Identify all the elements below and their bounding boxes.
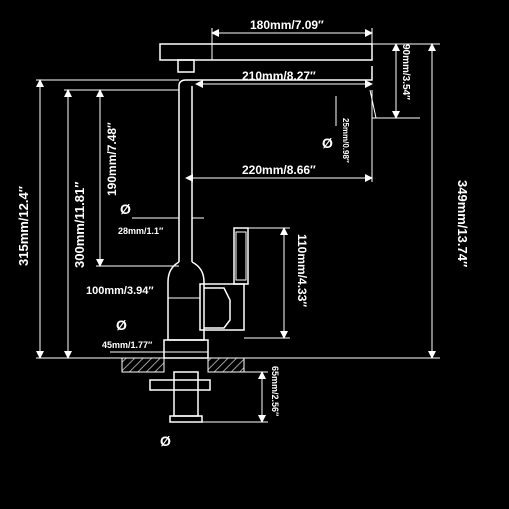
body-shoulder: [167, 261, 205, 341]
label-28mm: 28mm/1.1″: [118, 226, 164, 236]
diameter-symbol-base: Ø: [116, 317, 127, 333]
handle-cartridge: [204, 287, 231, 329]
diameter-symbols: Ø Ø Ø Ø: [116, 135, 333, 449]
label-90mm: 90mm/3.54″: [400, 44, 411, 100]
diameter-symbol-shank: Ø: [160, 433, 171, 449]
label-315mm: 315mm/12.4″: [16, 186, 31, 266]
label-300mm: 300mm/11.81″: [72, 182, 87, 268]
label-349mm: 349mm/13.74″: [455, 180, 470, 267]
handle-lever-cap: [235, 231, 247, 281]
diameter-symbol-spout: Ø: [322, 135, 333, 151]
mount-nut: [149, 379, 211, 391]
faucet-base: [163, 339, 209, 359]
dimension-labels: 180mm/7.09″ 210mm/8.27″ 220mm/8.66″ 90mm…: [16, 18, 470, 417]
label-220mm: 220mm/8.66″: [242, 163, 316, 177]
spout-bar: [159, 43, 373, 61]
shank-thread: [169, 415, 203, 423]
label-190mm: 190mm/7.48″: [105, 122, 119, 196]
label-45mm: 45mm/1.77″: [102, 340, 153, 350]
label-110mm: 110mm/4.33″: [295, 234, 309, 307]
pipe-bend: [178, 66, 373, 87]
label-100mm: 100mm/3.94″: [86, 285, 154, 297]
label-180mm: 180mm/7.09″: [250, 18, 324, 32]
label-25mm: 25mm/0.98″: [341, 118, 350, 163]
countertop: [121, 357, 245, 373]
faucet-outline: [149, 43, 373, 423]
diameter-symbol-pipe: Ø: [120, 201, 131, 217]
countertop-right: [207, 357, 245, 373]
label-65mm: 65mm/2.56″: [270, 366, 280, 417]
dimension-lines: [36, 28, 440, 423]
handle-housing: [199, 283, 245, 331]
countertop-left: [121, 357, 165, 373]
mount-shank: [173, 371, 199, 417]
label-210mm: 210mm/8.27″: [242, 69, 316, 83]
spout-nozzle: [177, 59, 195, 73]
handle-lever: [233, 227, 249, 285]
